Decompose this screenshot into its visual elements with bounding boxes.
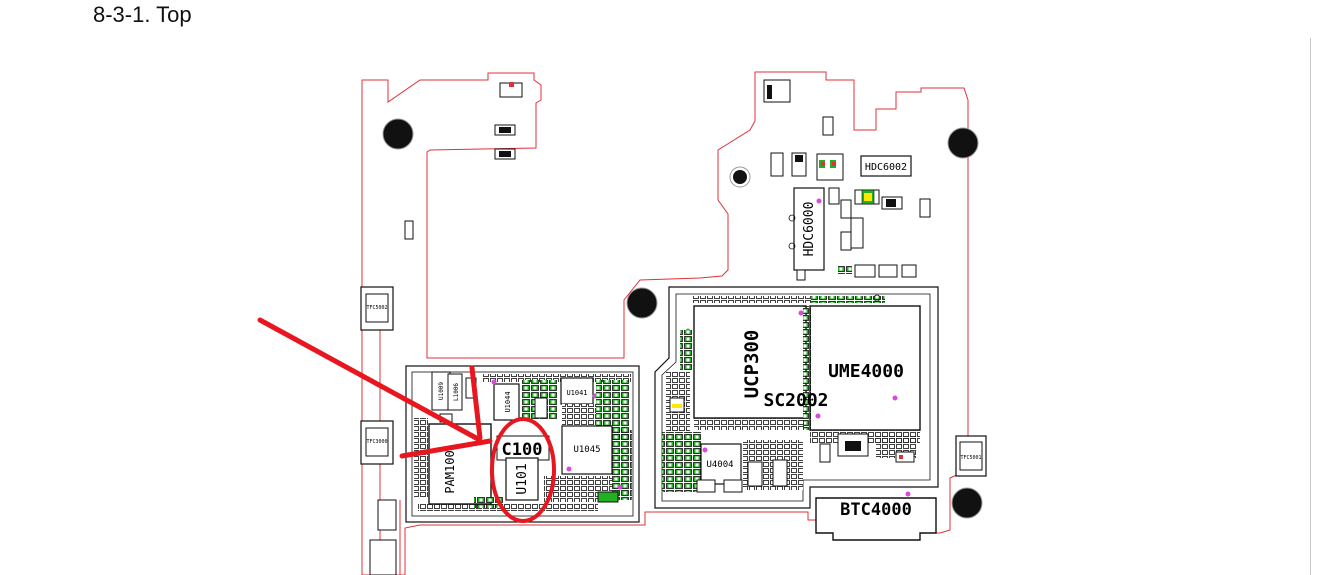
component-c100: C100 — [496, 435, 550, 461]
annotation-circle — [490, 417, 556, 523]
svg-text:U1041: U1041 — [566, 389, 587, 397]
svg-text:HDC6000: HDC6000 — [802, 202, 817, 257]
component-u1041: U1041 — [560, 377, 594, 405]
svg-text:U101: U101 — [515, 463, 530, 494]
component-u1044: U1044 — [493, 383, 520, 421]
component-sc2002: SC2002 — [763, 390, 828, 411]
svg-text:UCP300: UCP300 — [741, 330, 763, 399]
shield-frame-right — [654, 286, 939, 509]
svg-text:U1045: U1045 — [573, 445, 600, 455]
component — [840, 199, 852, 219]
svg-text:U4004: U4004 — [706, 460, 733, 470]
mounting-hole — [382, 118, 414, 150]
svg-text:C100: C100 — [502, 440, 543, 460]
page-heading: 8-3-1. Top — [93, 2, 192, 27]
component-u4004: U4004 — [700, 443, 742, 485]
connector-tfc5001: TFC5001 — [955, 435, 987, 477]
component — [854, 264, 876, 278]
component — [828, 187, 840, 205]
component — [850, 217, 864, 249]
component — [796, 269, 806, 281]
component-u1045: U1045 — [561, 425, 613, 475]
component — [840, 231, 852, 251]
annotation-arrow — [257, 317, 493, 459]
svg-text:HDC6002: HDC6002 — [865, 162, 907, 173]
component-ume4000: UME4000 — [809, 305, 921, 431]
svg-text:TFC3000: TFC3000 — [366, 439, 387, 445]
component — [919, 198, 931, 218]
svg-text:U1009: U1009 — [438, 382, 445, 400]
component — [770, 152, 784, 177]
board-outline — [361, 71, 969, 575]
svg-text:UME4000: UME4000 — [828, 361, 904, 382]
mounting-hole — [626, 287, 658, 319]
component — [878, 264, 898, 278]
connector-tfc5002: TFC5002 — [360, 286, 394, 331]
component-hdc6002: HDC6002 — [860, 155, 912, 177]
component-btc4000: BTC4000 — [815, 497, 937, 541]
mounting-hole-small — [731, 168, 749, 186]
component — [822, 116, 834, 136]
svg-text:TFC5002: TFC5002 — [366, 305, 387, 311]
page-divider — [1310, 38, 1311, 575]
connector-tfc3000: TFC3000 — [360, 420, 394, 465]
svg-text:BTC4000: BTC4000 — [840, 500, 912, 520]
component-u1009: U1009 — [431, 371, 451, 411]
mounting-hole — [947, 127, 979, 159]
svg-text:PAM100: PAM100 — [443, 450, 457, 493]
component — [901, 264, 917, 278]
component-l1006: L1006 — [447, 373, 463, 411]
svg-text:TFC5001: TFC5001 — [960, 455, 981, 461]
svg-text:U1044: U1044 — [504, 391, 512, 412]
component — [404, 220, 414, 240]
component-u101: U101 — [505, 457, 539, 501]
mounting-hole — [951, 487, 983, 519]
svg-text:L1006: L1006 — [453, 383, 460, 401]
connector-bottom-left — [369, 499, 397, 575]
